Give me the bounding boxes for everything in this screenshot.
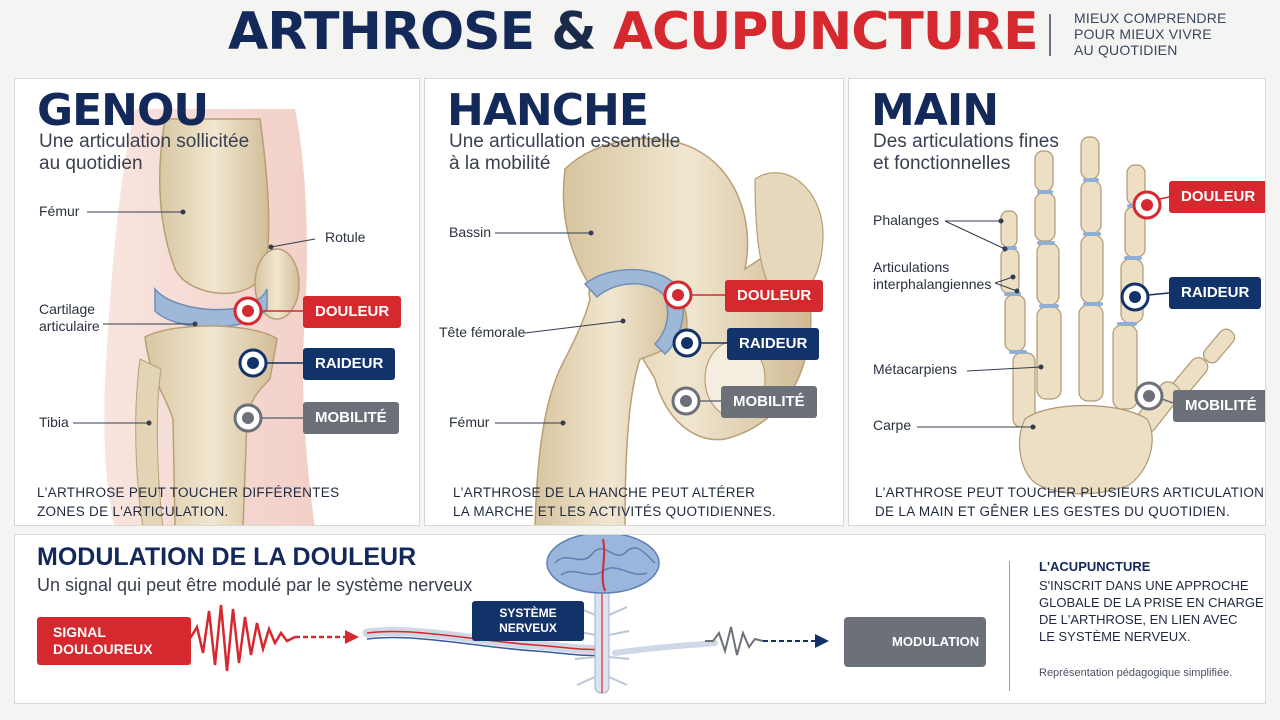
modulation-title: MODULATION DE LA DOULEUR <box>37 543 417 571</box>
panel-title: HANCHE <box>447 85 649 136</box>
badge-douleur: DOULEUR <box>1169 181 1265 213</box>
acupuncture-line: GLOBALE DE LA PRISE EN CHARGE <box>1039 595 1264 610</box>
systeme-line: NERVEUX <box>499 621 557 635</box>
title-arthrose: ARTHROSE <box>228 2 535 62</box>
subtitle-line: Une articullation essentielle <box>449 131 681 152</box>
panel-title: GENOU <box>37 85 209 136</box>
modulation-box: MODULATION <box>844 617 986 667</box>
hand-illustration <box>917 136 1236 495</box>
systeme-line: SYSTÈME <box>499 606 557 620</box>
acupuncture-heading: L'ACUPUNCTURE <box>1039 559 1151 574</box>
brain-icon <box>546 535 660 594</box>
panel-genou: GENOU Une articulation sollicitée au quo… <box>14 78 420 526</box>
footer-line: ZONES DE L'ARTICULATION. <box>37 504 229 519</box>
tagline-line: AU QUOTIDIEN <box>1074 42 1178 58</box>
title-acupuncture: ACUPUNCTURE <box>612 2 1039 62</box>
signal-douloureux-box: SIGNAL DOULOUREUX <box>37 617 191 665</box>
label-bassin: Bassin <box>449 224 492 240</box>
footer-line: DE LA MAIN ET GÊNER LES GESTES DU QUOTID… <box>875 504 1231 519</box>
panel-hanche: HANCHE Une articullation essentielle à l… <box>424 78 844 526</box>
badge-douleur: DOULEUR <box>725 280 824 312</box>
panel-footer: L'ARTHROSE DE LA HANCHE PEUT ALTÉRER LA … <box>453 483 776 521</box>
badge-raideur: RAIDEUR <box>303 348 396 380</box>
panel-title: MAIN <box>871 85 999 136</box>
panel-main: MAIN Des articulations fines et fonction… <box>848 78 1266 526</box>
badge-mobilite: MOBILITÉ <box>303 402 399 434</box>
modulated-wave <box>705 626 764 656</box>
label-tete-femorale: Tête fémorale <box>439 324 526 340</box>
label-line: Articulations <box>873 259 950 275</box>
footer-line: L'ARTHROSE PEUT TOUCHER DIFFÉRENTES <box>37 485 340 500</box>
label-carpe: Carpe <box>873 417 912 433</box>
footer-line: LA MARCHE ET LES ACTIVITÉS QUOTIDIENNES. <box>453 504 777 519</box>
label-metacarpiens: Métacarpiens <box>873 361 958 377</box>
modulation-section: MODULATION DE LA DOULEUR Un signal qui p… <box>14 534 1266 704</box>
label-phalanges: Phalanges <box>873 212 940 228</box>
panel-subtitle: Une articullation essentielle à la mobil… <box>449 131 680 175</box>
section-divider <box>1009 561 1010 691</box>
tagline: MIEUX COMPRENDRE POUR MIEUX VIVRE AU QUO… <box>1074 10 1227 58</box>
panel-subtitle: Des articulations fines et fonctionnelle… <box>873 131 1059 175</box>
label-cartilage: Cartilage articulaire <box>39 301 100 335</box>
signal-line: SIGNAL <box>53 624 106 640</box>
title-ampersand: & <box>551 2 596 62</box>
label-rotule: Rotule <box>325 229 366 245</box>
subtitle-line: au quotidien <box>39 153 143 174</box>
acupuncture-line: S'INSCRIT DANS UNE APPROCHE <box>1039 578 1249 593</box>
signal-line: DOULOUREUX <box>53 641 153 657</box>
footer-line: L'ARTHROSE DE LA HANCHE PEUT ALTÉRER <box>453 485 756 500</box>
badge-mobilite: MOBILITÉ <box>721 386 817 418</box>
subtitle-line: à la mobilité <box>449 153 551 174</box>
header: ARTHROSE & ACUPUNCTURE MIEUX COMPRENDRE … <box>0 0 1280 72</box>
label-line: interphalangiennes <box>873 276 992 292</box>
label-femur: Fémur <box>39 203 80 219</box>
badge-mobilite: MOBILITÉ <box>1173 390 1265 422</box>
panel-subtitle: Une articulation sollicitée au quotidien <box>39 131 249 175</box>
header-divider <box>1049 14 1051 56</box>
panel-footer: L'ARTHROSE PEUT TOUCHER DIFFÉRENTES ZONE… <box>37 483 339 521</box>
badge-raideur: RAIDEUR <box>1169 277 1262 309</box>
label-line: Cartilage <box>39 301 96 317</box>
badge-raideur: RAIDEUR <box>727 328 820 360</box>
acupuncture-line: DE L'ARTHROSE, EN LIEN AVEC <box>1039 612 1238 627</box>
subtitle-line: Une articulation sollicitée <box>39 131 250 152</box>
tagline-line: MIEUX COMPRENDRE <box>1074 10 1227 26</box>
footer-line: L'ARTHROSE PEUT TOUCHER PLUSIEURS ARTICU… <box>875 485 1266 500</box>
knee-illustration <box>73 109 316 525</box>
tagline-line: POUR MIEUX VIVRE <box>1074 26 1212 42</box>
label-line: articulaire <box>39 318 100 334</box>
label-femur: Fémur <box>449 414 490 430</box>
hip-illustration <box>495 137 824 525</box>
main-title: ARTHROSE & ACUPUNCTURE <box>228 2 1039 62</box>
modulation-illustration <box>181 535 889 694</box>
systeme-nerveux-box: SYSTÈME NERVEUX <box>472 601 584 641</box>
subtitle-line: et fonctionnelles <box>873 153 1011 174</box>
acupuncture-text: S'INSCRIT DANS UNE APPROCHE GLOBALE DE L… <box>1039 577 1264 645</box>
pain-signal-wave <box>181 604 296 672</box>
label-interphalangiennes: Articulations interphalangiennes <box>873 259 991 293</box>
pedagogic-note: Représentation pédagogique simplifiée. <box>1039 667 1233 679</box>
modulation-subtitle: Un signal qui peut être modulé par le sy… <box>37 575 473 595</box>
panel-footer: L'ARTHROSE PEUT TOUCHER PLUSIEURS ARTICU… <box>875 483 1266 521</box>
subtitle-line: Des articulations fines <box>873 131 1059 152</box>
badge-douleur: DOULEUR <box>303 296 402 328</box>
label-tibia: Tibia <box>39 414 69 430</box>
acupuncture-line: LE SYSTÈME NERVEUX. <box>1039 629 1191 644</box>
